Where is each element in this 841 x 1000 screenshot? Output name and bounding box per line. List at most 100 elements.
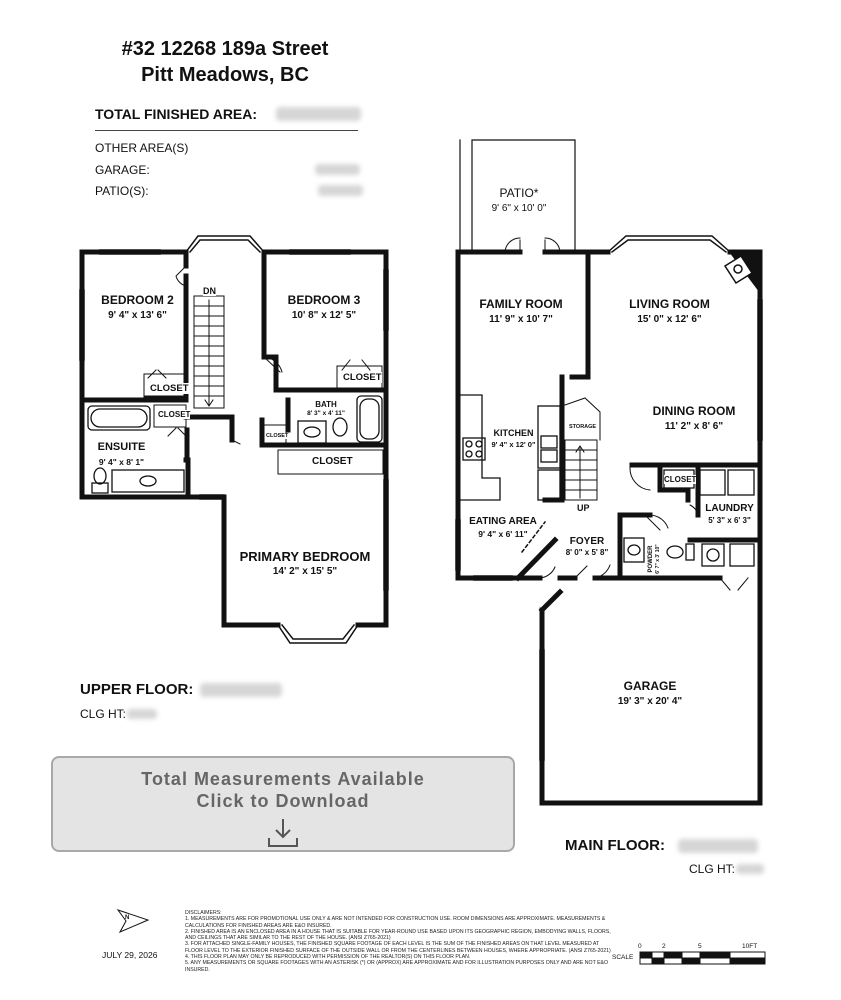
closet-label-ensuite: CLOSET [158, 410, 191, 419]
upper-floor-doors [147, 265, 371, 445]
eating-area-label: EATING AREA 9' 4" x 6' 11" [464, 516, 542, 540]
stairs-down-label: DN [203, 286, 216, 296]
bedroom3-name: BEDROOM 3 [287, 293, 361, 307]
total-finished-area-label: TOTAL FINISHED AREA: [95, 106, 258, 122]
laundry-label: LAUNDRY 5' 3" x 6' 3" [702, 503, 757, 527]
bedroom3-label: BEDROOM 3 10' 8" x 12' 5" [272, 293, 376, 323]
main-floor-stairs [564, 397, 601, 501]
upper-floor-label: UPPER FLOOR: [80, 681, 194, 698]
patio-doors [504, 237, 561, 253]
kitchen-counters [459, 394, 561, 501]
fireplace [723, 251, 761, 295]
bath-dims: 8' 3" x 4' 11" [307, 410, 345, 417]
dashed-openings [520, 376, 563, 554]
family-room-label: FAMILY ROOM 11' 9" x 10' 7" [466, 297, 576, 327]
north-label: N [125, 915, 130, 921]
download-measurements-button[interactable]: Total Measurements Available Click to Do… [51, 756, 515, 852]
laundry-dims: 5' 3" x 6' 3" [708, 516, 751, 525]
kitchen-name: KITCHEN [493, 428, 534, 438]
closet-label-bedroom3: CLOSET [343, 372, 382, 383]
main-floor-ceiling-redacted [736, 864, 764, 874]
total-finished-area-value-redacted [276, 107, 361, 121]
main-floor-bay-window [606, 235, 732, 254]
patio-name: PATIO* [499, 186, 539, 200]
bedroom2-dims: 9' 4" x 13' 6" [108, 310, 167, 321]
other-areas-label: OTHER AREA(S) [95, 141, 189, 155]
download-button-line2: Click to Download [196, 791, 370, 811]
disclaimer-item: 1. MEASUREMENTS ARE FOR PROMOTIONAL USE … [185, 916, 606, 929]
primary-bedroom-dims: 14' 2" x 15' 5" [272, 566, 338, 577]
patio-label: PATIO* 9' 6" x 10' 0" [478, 186, 560, 216]
upper-floor-fixtures [87, 395, 383, 494]
address-line2: Pitt Meadows, BC [141, 64, 309, 86]
disclaimer-item: 2. FINISHED AREA IS AN ENCLOSED AREA IN … [185, 928, 611, 942]
main-floor-label: MAIN FLOOR: [565, 837, 665, 854]
main-floor-area-redacted [678, 839, 758, 853]
download-icon [268, 819, 298, 847]
primary-bedroom-label: PRIMARY BEDROOM 14' 2" x 15' 5" [230, 549, 380, 579]
dining-room-dims: 11' 2" x 8' 6" [664, 421, 724, 432]
family-room-name: FAMILY ROOM [479, 297, 563, 311]
eating-area-name: EATING AREA [469, 516, 537, 527]
dining-room-name: DINING ROOM [652, 404, 736, 418]
bath-name: BATH [315, 400, 337, 409]
scale-label: SCALE [612, 954, 634, 961]
patio-area-label: PATIO(S): [95, 184, 149, 198]
garage-area-label: GARAGE: [95, 163, 150, 177]
ensuite-name: ENSUITE [97, 441, 146, 453]
disclaimer-item: 5. ANY MEASUREMENTS OR SQUARE FOOTAGES W… [185, 960, 609, 973]
foyer-name: FOYER [569, 536, 605, 547]
upper-floor-stairs [193, 295, 225, 409]
powder-name: POWDER [648, 545, 654, 573]
upper-floor-window-marks [79, 249, 389, 591]
main-floor-window-marks [455, 299, 763, 761]
bedroom2-label: BEDROOM 2 9' 4" x 13' 6" [90, 293, 185, 323]
garage-area-value-redacted [315, 164, 360, 175]
bedroom3-dims: 10' 8" x 12' 5" [291, 310, 357, 321]
upper-floor-ceiling-label: CLG HT: [80, 707, 127, 721]
living-room-dims: 15' 0" x 12' 6" [637, 314, 702, 325]
living-room-name: LIVING ROOM [629, 297, 710, 311]
patio-dims: 9' 6" x 10' 0" [491, 203, 547, 214]
header-divider [95, 130, 358, 131]
upper-floor-bay-windows [184, 235, 360, 644]
scale-tick-0: 0 [638, 943, 642, 950]
patio-outline [459, 139, 576, 253]
powder-label: POWDER 6' 7" x 3' 10" [648, 538, 662, 580]
powder-dims: 6' 7" x 3' 10" [655, 544, 661, 574]
bedroom2-name: BEDROOM 2 [101, 293, 174, 307]
stairs-up-label: UP [577, 503, 590, 513]
living-room-label: LIVING ROOM 15' 0" x 12' 6" [612, 297, 727, 327]
scale-tick-5: 5 [698, 943, 702, 950]
patio-area-value-redacted [318, 185, 363, 196]
main-floor-doors [539, 466, 749, 591]
disclaimer-item: 3. FOR ATTACHED SINGLE-FAMILY HOUSES, TH… [185, 941, 611, 954]
disclaimer-title: DISCLAIMERS: [185, 910, 222, 916]
closet-label-hall: CLOSET [312, 456, 353, 467]
disclaimers: DISCLAIMERS: 1. MEASUREMENTS ARE FOR PRO… [185, 910, 615, 973]
garage-label: GARAGE 19' 3" x 20' 4" [590, 679, 710, 709]
family-room-dims: 11' 9" x 10' 7" [489, 314, 553, 325]
foyer-dims: 8' 0" x 5' 8" [565, 548, 609, 557]
download-button-line1: Total Measurements Available [141, 769, 425, 789]
scale-tick-2: 2 [662, 943, 666, 950]
plan-date: JULY 29, 2026 [102, 950, 158, 960]
address-line1: #32 12268 189a Street [121, 38, 329, 60]
ensuite-label: ENSUITE 9' 4" x 8' 1" [84, 440, 159, 470]
upper-floor-walls [79, 249, 389, 628]
bath-label: BATH 8' 3" x 4' 11" [296, 400, 356, 418]
garage-dims: 19' 3" x 20' 4" [617, 696, 683, 707]
closet-label-main: CLOSET [664, 475, 697, 484]
disclaimer-item: 4. THIS FLOOR PLAN MAY ONLY BE REPRODUCE… [185, 954, 471, 961]
foyer-label: FOYER 8' 0" x 5' 8" [562, 536, 612, 558]
closet-label-bedroom2: CLOSET [150, 383, 189, 394]
upper-floor-area-redacted [200, 683, 282, 697]
primary-bedroom-name: PRIMARY BEDROOM [239, 549, 371, 564]
kitchen-label: KITCHEN 9' 4" x 12' 0" [486, 428, 541, 450]
garage-name: GARAGE [623, 679, 677, 693]
laundry-name: LAUNDRY [705, 503, 754, 514]
eating-area-dims: 9' 4" x 6' 11" [478, 529, 528, 539]
closet-label-small: CLOSET [266, 433, 289, 439]
ensuite-dims: 9' 4" x 8' 1" [98, 457, 145, 467]
scale-tick-10ft: 10FT [742, 943, 758, 950]
